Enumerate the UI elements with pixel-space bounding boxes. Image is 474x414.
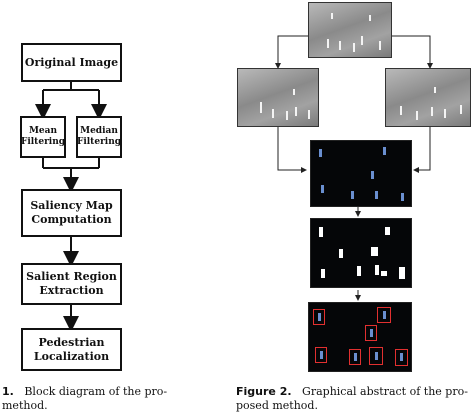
block-saliency-map: Saliency Map Computation [21, 189, 122, 237]
arrow-left-to-saliency [277, 127, 307, 173]
salient-label-2: Extraction [39, 284, 104, 297]
salient-region-mask [310, 218, 412, 288]
mean-label-2: Filtering [20, 137, 66, 147]
figure1-caption-line2: method. [2, 399, 48, 412]
figure2-caption-line1: Graphical abstract of the pro- [302, 385, 468, 398]
saliency-label-1: Saliency Map [30, 199, 113, 213]
figure1-caption: 1. Block diagram of the pro- method. [2, 385, 202, 413]
figure1-caption-line1: Block diagram of the pro- [24, 385, 168, 398]
figure1-caption-label: 1. [2, 385, 14, 398]
pedestrian-label-2: Localization [33, 349, 110, 363]
arrow-right-to-saliency [413, 127, 431, 173]
input-image-top [308, 2, 392, 58]
mean-filtered-image [237, 68, 319, 127]
median-label-2: Filtering [76, 137, 122, 147]
figure2-caption-label: Figure 2. [236, 385, 292, 398]
block-salient-region: Salient Region Extraction [21, 263, 122, 305]
arrow-top-to-right [392, 35, 433, 69]
block-pedestrian-localization: Pedestrian Localization [21, 328, 122, 371]
figure2-caption: Figure 2. Graphical abstract of the pro-… [236, 385, 472, 413]
saliency-map-image [310, 140, 412, 207]
block-original-image: Original Image [21, 43, 122, 82]
pedestrian-detection-image [308, 302, 412, 372]
arrow-top-to-left [275, 35, 308, 69]
median-filtered-image [385, 68, 471, 127]
median-label-1: Median [80, 125, 118, 136]
mean-label-1: Mean [28, 125, 58, 136]
figure2-caption-line2: posed method. [236, 399, 318, 412]
pedestrian-label-1: Pedestrian [38, 335, 105, 349]
block-mean-filtering: Mean Filtering [20, 116, 66, 158]
saliency-label-2: Computation [31, 213, 112, 226]
block-median-filtering: Median Filtering [76, 116, 122, 158]
salient-label-1: Salient Region [26, 270, 117, 284]
block-original-label: Original Image [24, 55, 119, 69]
